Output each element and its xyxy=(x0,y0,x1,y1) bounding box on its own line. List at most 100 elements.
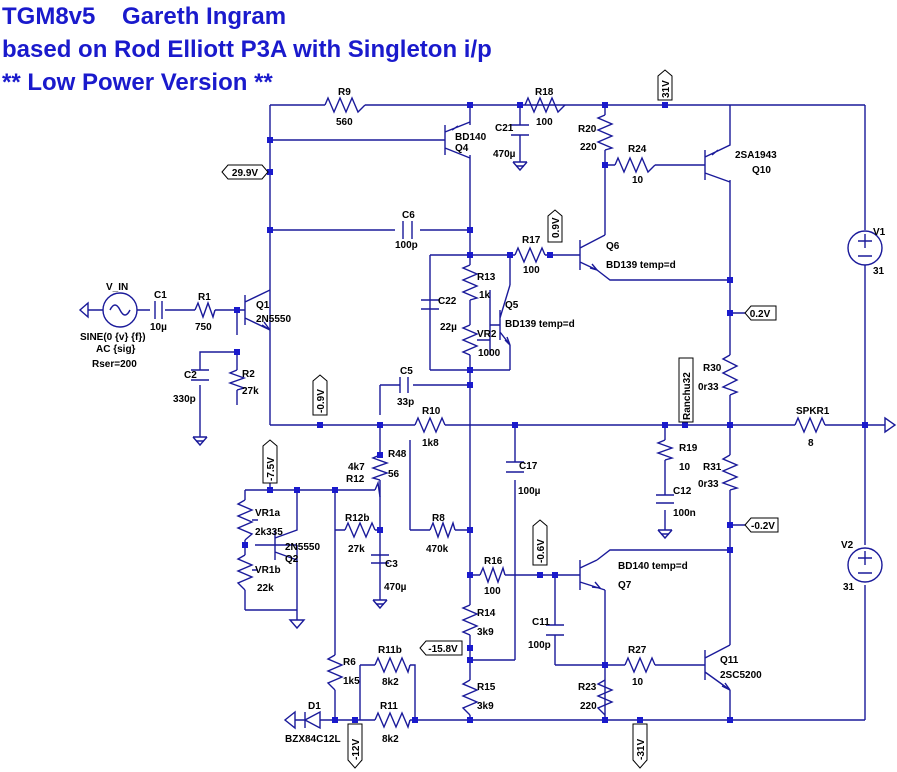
c3-ref: C3 xyxy=(385,559,398,570)
r31-value: 0r33 xyxy=(698,479,719,490)
c5-value: 33p xyxy=(397,397,414,408)
r1-symbol xyxy=(194,300,216,320)
c17-ref: C17 xyxy=(519,461,538,472)
q7-model: BD140 temp=d xyxy=(618,561,688,572)
r12-value: 4k7 xyxy=(348,462,365,473)
component-symbols xyxy=(78,96,883,730)
c6-ref: C6 xyxy=(402,210,415,221)
r23-symbol xyxy=(596,679,614,716)
q1-model: 2N5550 xyxy=(256,314,291,325)
q5-ref: Q5 xyxy=(505,300,519,311)
r24-value: 10 xyxy=(632,175,644,186)
vin-line-2: AC {sig} xyxy=(96,344,136,355)
r23-ref: R23 xyxy=(578,682,597,693)
r48-ref: R48 xyxy=(388,449,407,460)
vr2-symbol xyxy=(461,324,490,356)
c2-value: 330p xyxy=(173,394,196,405)
c21-ref: C21 xyxy=(495,123,514,134)
svg-text:-7.5V: -7.5V xyxy=(266,457,277,481)
c3-symbol xyxy=(371,554,389,564)
vr1a-ref: VR1a xyxy=(255,508,280,519)
svg-text:-15.8V: -15.8V xyxy=(428,644,458,655)
svg-text:-0.6V: -0.6V xyxy=(536,539,547,563)
r13-value: 1k xyxy=(479,290,491,301)
component-labels: R9 560 R18 100 BD140 Q4 C21 470µ R20 220… xyxy=(80,87,886,745)
junctions xyxy=(234,102,868,723)
net-label-29-9v: 29.9V xyxy=(221,164,269,180)
r17-value: 100 xyxy=(523,265,540,276)
r2-ref: R2 xyxy=(242,369,255,380)
r11b-value: 8k2 xyxy=(382,677,399,688)
net-label-m0-9v: -0.9V xyxy=(312,374,328,416)
c6-symbol xyxy=(402,221,413,239)
r15-value: 3k9 xyxy=(477,701,494,712)
r13-ref: R13 xyxy=(477,272,496,283)
net-label-m0-2v: -0.2V xyxy=(744,517,779,533)
svg-text:29.9V: 29.9V xyxy=(232,168,258,179)
c2-symbol xyxy=(191,369,209,381)
spkr1-symbol xyxy=(794,416,826,434)
r13-symbol xyxy=(461,264,480,301)
r11-value: 8k2 xyxy=(382,734,399,745)
net-labels: 29.9V 31V 0.9V 0.2V -0.9V Ranchu32 -7.5V… xyxy=(221,69,779,769)
q7-symbol xyxy=(579,559,606,591)
r12b-symbol xyxy=(344,521,376,539)
q4-symbol xyxy=(444,121,471,159)
net-label-m12v: -12V xyxy=(347,723,363,769)
r10-symbol xyxy=(414,416,446,434)
r48-value: 56 xyxy=(388,469,400,480)
net-label-m0-6v: -0.6V xyxy=(532,519,548,566)
r16-symbol xyxy=(479,565,506,585)
r20-symbol xyxy=(596,114,615,151)
c1-symbol xyxy=(154,301,163,319)
r6-symbol xyxy=(326,654,344,691)
r9-value: 560 xyxy=(336,117,353,128)
r30-ref: R30 xyxy=(703,363,722,374)
net-label-0-9v: 0.9V xyxy=(547,209,563,243)
q5-symbol xyxy=(499,284,511,346)
q10-model: 2SA1943 xyxy=(735,150,777,161)
d1-ref: D1 xyxy=(308,701,321,712)
net-label-0-2v: 0.2V xyxy=(744,305,777,321)
r20-ref: R20 xyxy=(578,124,597,135)
r14-ref: R14 xyxy=(477,608,496,619)
r16-value: 100 xyxy=(484,586,501,597)
q6-model: BD139 temp=d xyxy=(606,260,676,271)
spkr1-ref: SPKR1 xyxy=(796,406,830,417)
v2-symbol xyxy=(847,547,883,583)
c3-value: 470µ xyxy=(384,582,407,593)
c11-value: 100p xyxy=(528,640,551,651)
vr1b-ref: VR1b xyxy=(255,565,281,576)
r9-ref: R9 xyxy=(338,87,351,98)
r27-value: 10 xyxy=(632,677,644,688)
vr1b-symbol xyxy=(236,554,258,591)
vr1b-value: 22k xyxy=(257,583,274,594)
q10-symbol xyxy=(704,130,731,183)
q5-model: BD139 temp=d xyxy=(505,319,575,330)
svg-text:0.2V: 0.2V xyxy=(750,309,771,320)
net-label-31v: 31V xyxy=(657,69,673,101)
r16-ref: R16 xyxy=(484,556,503,567)
r19-value: 10 xyxy=(679,462,691,473)
c11-symbol xyxy=(546,624,564,636)
r18-value: 100 xyxy=(536,117,553,128)
title-line-3: ** Low Power Version ** xyxy=(2,69,273,96)
c17-symbol xyxy=(506,461,524,473)
r17-symbol xyxy=(514,246,546,264)
svg-text:31V: 31V xyxy=(661,80,672,98)
q4-model: BD140 xyxy=(455,132,487,143)
net-label-ranchu32: Ranchu32 xyxy=(678,357,694,423)
svg-text:-12V: -12V xyxy=(351,739,362,760)
net-label-m15-8v: -15.8V xyxy=(419,640,463,656)
r10-ref: R10 xyxy=(422,406,441,417)
v2-ref: V2 xyxy=(841,540,854,551)
q2-ref: Q2 xyxy=(285,554,299,565)
q4-ref: Q4 xyxy=(455,143,469,154)
r6-value: 1k5 xyxy=(343,676,360,687)
r15-symbol xyxy=(461,679,479,716)
c22-value: 22µ xyxy=(440,322,457,333)
r23-value: 220 xyxy=(580,701,597,712)
r12-symbol xyxy=(374,480,381,498)
vr1a-value: 2k335 xyxy=(255,527,283,538)
q1-symbol xyxy=(244,289,271,331)
